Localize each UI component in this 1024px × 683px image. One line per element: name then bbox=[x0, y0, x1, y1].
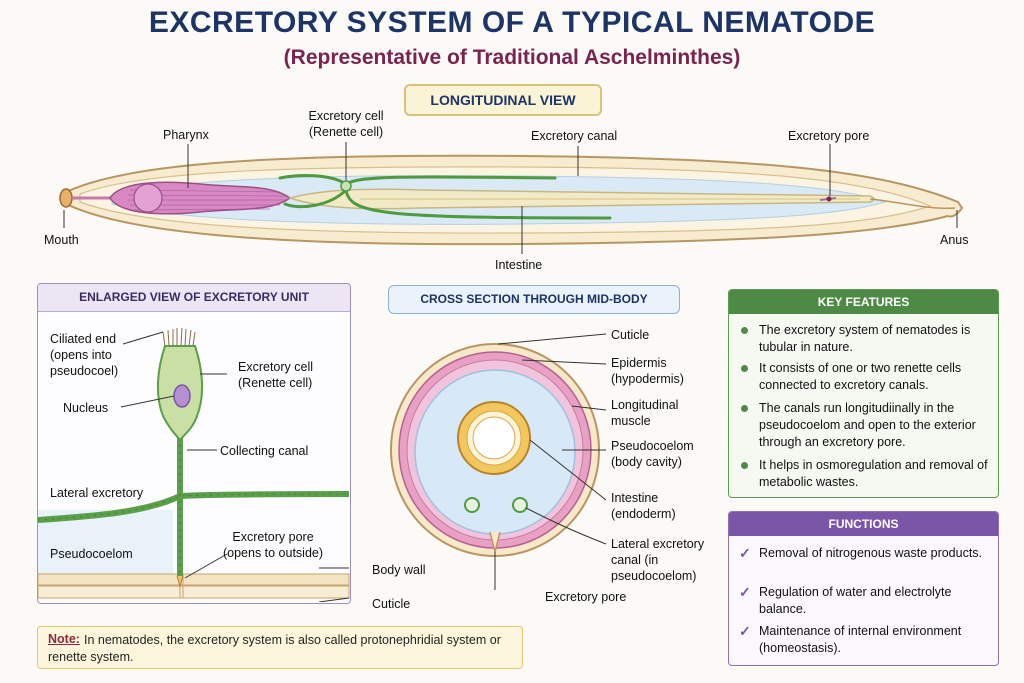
key-features-box: KEY FEATURES The excretory system of nem… bbox=[728, 289, 999, 498]
excretory-canal-upper bbox=[344, 175, 557, 186]
bullet-icon bbox=[741, 365, 748, 372]
function-item: ✓Regulation of water and electrolyte bal… bbox=[739, 584, 952, 616]
checkmark-icon: ✓ bbox=[739, 623, 751, 639]
bullet-icon bbox=[741, 405, 748, 412]
label-lateral-excretory: Lateral excretory bbox=[50, 486, 144, 500]
label-excretory-canal: Excretory canal bbox=[531, 129, 618, 143]
excretory-canal-lower bbox=[344, 188, 612, 220]
enlarged-view-heading: ENLARGED VIEW OF EXCRETORY UNIT bbox=[38, 284, 350, 312]
function-item: ✓Removal of nitrogenous waste products. bbox=[739, 545, 983, 561]
label-mouth: Mouth bbox=[44, 233, 79, 247]
label-cross-cuticle: Cuticle bbox=[611, 328, 650, 342]
label-enlarged-excretory-cell: Excretory cell (Renette cell) bbox=[238, 360, 314, 390]
page-title: EXCRETORY SYSTEM OF A TYPICAL NEMATODE bbox=[148, 6, 876, 39]
label-collecting-canal: Collecting canal bbox=[220, 444, 309, 458]
note-label: Note: bbox=[48, 632, 80, 646]
label-anus: Anus bbox=[940, 233, 969, 247]
label-cross-muscle: Longitudinal muscle bbox=[611, 398, 679, 428]
enlarged-diagram bbox=[37, 327, 350, 602]
label-pharynx: Pharynx bbox=[163, 128, 209, 142]
key-feature-item: It consists of one or two renette cells … bbox=[739, 360, 991, 394]
label-ciliated-end: Ciliated end (opens into pseudocoel) bbox=[50, 332, 119, 378]
bullet-icon bbox=[741, 327, 748, 334]
functions-box: FUNCTIONS ✓Removal of nitrogenous waste … bbox=[728, 511, 999, 666]
cross-lateral-canal-left bbox=[464, 497, 480, 513]
longitudinal-diagram bbox=[59, 142, 964, 254]
label-nucleus: Nucleus bbox=[63, 401, 109, 415]
label-excretory-cell: Excretory cell (Renette cell) bbox=[308, 109, 384, 139]
label-cross-lateral-canal: Lateral excretory canal (in pseudocoelom… bbox=[611, 537, 705, 583]
label-cross-excretory-pore: Excretory pore bbox=[545, 590, 627, 604]
cross-section-diagram bbox=[390, 333, 607, 590]
longitudinal-view-heading: LONGITUDINAL VIEW bbox=[404, 84, 602, 116]
label-body-wall: Body wall bbox=[372, 563, 426, 577]
label-cross-epidermis: Epidermis (hypodermis) bbox=[611, 356, 684, 386]
label-enlarged-excretory-pore: Excretory pore (opens to outside) bbox=[222, 530, 324, 560]
note-text: In nematodes, the excretory system is al… bbox=[48, 633, 501, 664]
cross-lateral-canal-right bbox=[512, 497, 528, 513]
note-box: Note: In nematodes, the excretory system… bbox=[37, 626, 523, 669]
functions-heading: FUNCTIONS bbox=[729, 512, 998, 536]
label-cross-intestine: Intestine (endoderm) bbox=[611, 491, 676, 521]
label-excretory-pore: Excretory pore bbox=[788, 129, 870, 143]
label-enlarged-cuticle: Cuticle bbox=[372, 597, 411, 611]
key-feature-item: The excretory system of nematodes is tub… bbox=[739, 322, 991, 356]
label-pseudocoelom: Pseudocoelom bbox=[50, 547, 133, 561]
checkmark-icon: ✓ bbox=[739, 545, 751, 561]
nucleus bbox=[173, 384, 191, 408]
function-item: ✓Maintenance of internal environment (ho… bbox=[739, 623, 962, 655]
key-feature-item: The canals run longitudiinally in the ps… bbox=[739, 400, 991, 451]
page-subtitle: (Representative of Traditional Aschelmin… bbox=[283, 46, 741, 69]
key-features-heading: KEY FEATURES bbox=[729, 290, 998, 314]
renette-cell bbox=[340, 180, 352, 192]
label-cross-pseudocoelom: Pseudocoelom (body cavity) bbox=[611, 439, 694, 469]
cross-section-heading: CROSS SECTION THROUGH MID-BODY bbox=[388, 285, 680, 314]
bullet-icon bbox=[741, 462, 748, 469]
key-feature-item: It helps in osmoregulation and removal o… bbox=[739, 457, 991, 491]
label-intestine: Intestine bbox=[495, 258, 543, 272]
checkmark-icon: ✓ bbox=[739, 584, 751, 600]
